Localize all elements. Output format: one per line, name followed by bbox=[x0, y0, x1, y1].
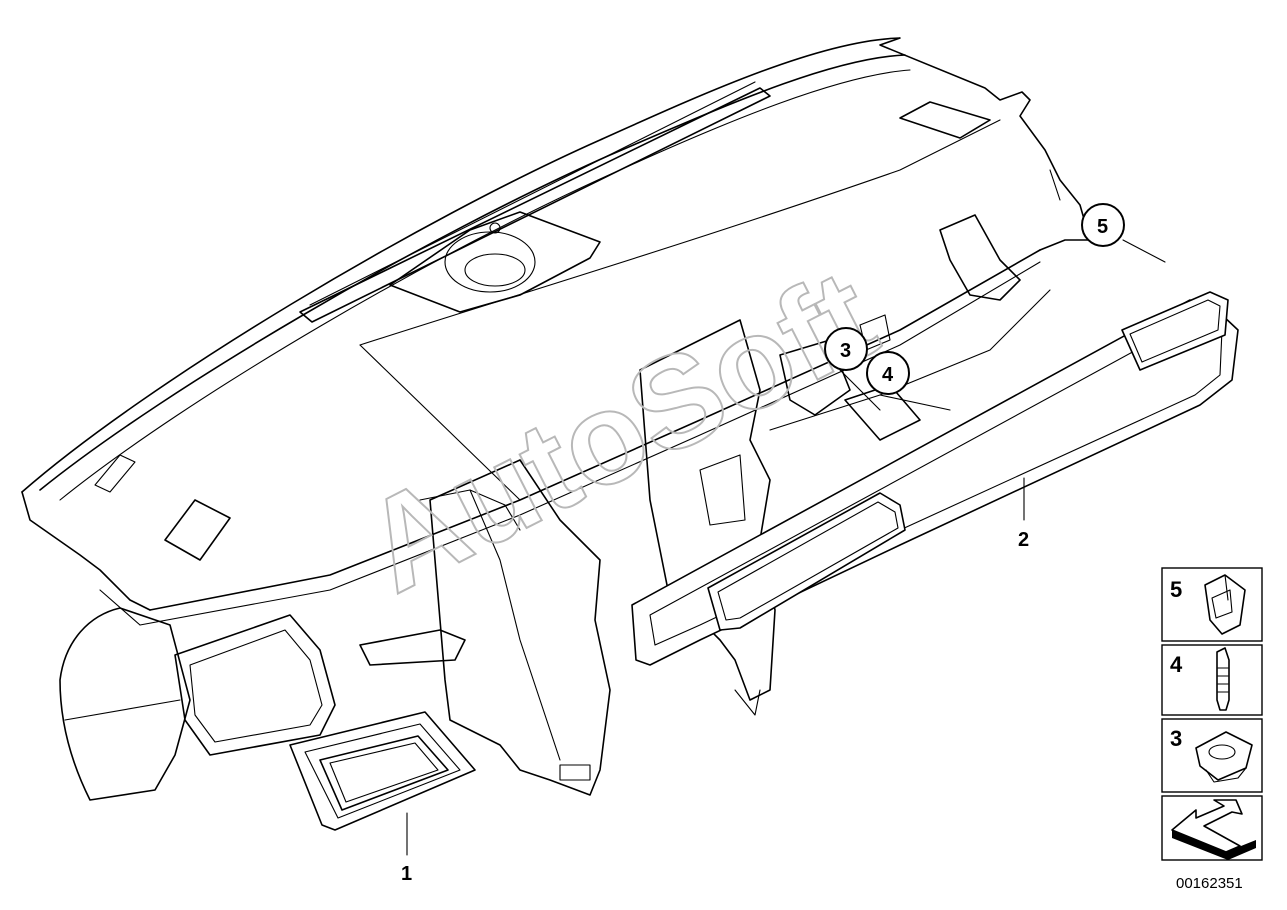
parts-legend: 5 4 3 bbox=[1161, 567, 1263, 861]
callout-part-3: 3 bbox=[824, 327, 868, 371]
callout-part-1: 1 bbox=[401, 863, 412, 885]
front-direction-arrow-icon bbox=[1171, 799, 1256, 860]
callout-part-5-label: 5 bbox=[1097, 216, 1108, 238]
part-2-trim-strip bbox=[631, 291, 1239, 666]
legend-label-3: 3 bbox=[1170, 726, 1182, 751]
callout-part-3-label: 3 bbox=[840, 340, 851, 362]
document-number: 00162351 bbox=[1176, 875, 1243, 892]
legend-label-4: 4 bbox=[1170, 652, 1183, 677]
part-1-trim-piece bbox=[289, 711, 476, 831]
screw-icon bbox=[1216, 647, 1230, 711]
legend-label-5: 5 bbox=[1170, 577, 1182, 602]
callout-part-5: 5 bbox=[1081, 203, 1125, 247]
clip-icon bbox=[1204, 574, 1246, 635]
callout-part-4: 4 bbox=[866, 351, 910, 395]
leader-lines bbox=[406, 239, 1166, 856]
callout-part-2: 2 bbox=[1018, 529, 1029, 551]
callout-part-4-label: 4 bbox=[882, 364, 894, 386]
grommet-icon bbox=[1195, 731, 1253, 783]
